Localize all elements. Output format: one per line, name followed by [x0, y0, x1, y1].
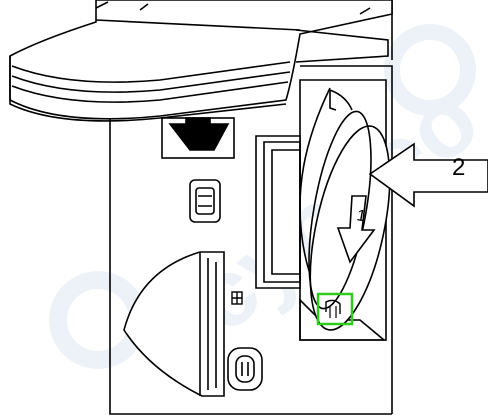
insert-arrow: [368, 142, 488, 208]
rotate-arrow: [336, 195, 376, 264]
small-square-button: [231, 291, 243, 305]
curved-guide-panel: [123, 251, 225, 397]
highlighted-lock-tab: [316, 292, 354, 326]
rotate-direction-number: 1: [355, 207, 367, 225]
lid-cover: [9, 0, 393, 122]
insert-direction-number: 2: [452, 154, 466, 181]
upper-latch: [161, 117, 235, 159]
small-connector-block: [189, 179, 221, 223]
round-lower-button: [227, 347, 263, 391]
